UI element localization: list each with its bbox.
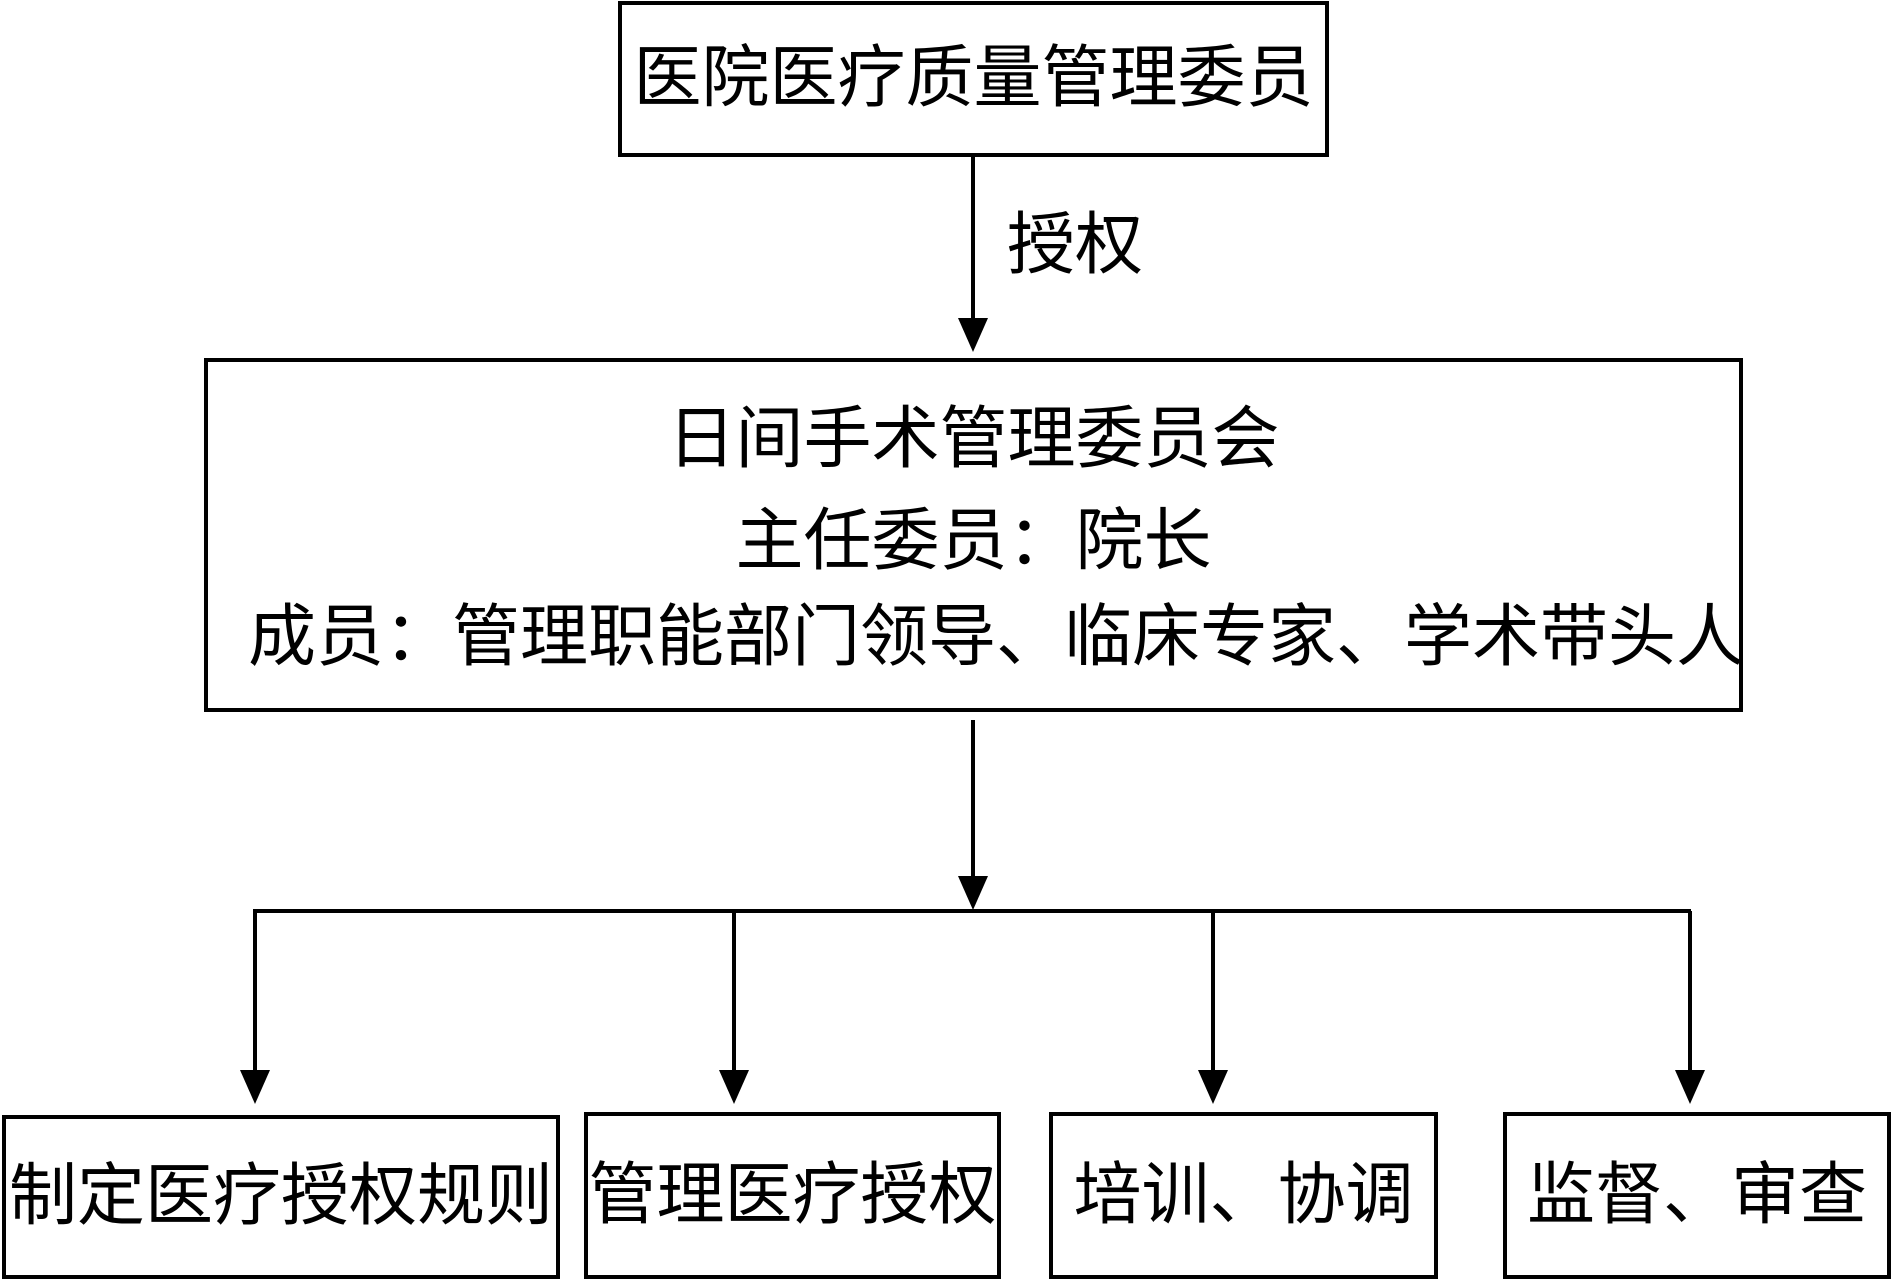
hospital-quality-committee-label: 医院医疗质量管理委员 (633, 39, 1314, 118)
duty-box-manage-authorization: 管理医疗授权 (584, 1112, 1001, 1279)
duty-box-supervision-review: 监督、审查 (1503, 1112, 1891, 1279)
arrowhead-middle-to-branch (958, 876, 988, 910)
arrowhead-box-4 (1675, 1070, 1705, 1104)
duty-label-manage-authorization: 管理医疗授权 (588, 1155, 997, 1235)
duty-label-training-coordination: 培训、协调 (1073, 1155, 1414, 1235)
authorize-edge-label: 授权 (1007, 206, 1144, 285)
day-surgery-committee-title: 日间手术管理委员会 (667, 400, 1280, 479)
duty-box-set-rules: 制定医疗授权规则 (2, 1115, 560, 1279)
duty-label-supervision-review: 监督、审查 (1526, 1155, 1867, 1235)
committee-members-line: 成员：管理职能部门领导、临床专家、学术带头人 (248, 598, 1745, 677)
arrowhead-box-2 (719, 1070, 749, 1104)
arrowhead-box-3 (1198, 1070, 1228, 1104)
duty-box-training-coordination: 培训、协调 (1049, 1112, 1438, 1279)
arrowhead-top-to-middle (958, 318, 988, 352)
committee-chair-line: 主任委员：院长 (735, 502, 1212, 581)
duty-label-set-rules: 制定医疗授权规则 (8, 1157, 553, 1236)
hospital-quality-committee-box: 医院医疗质量管理委员 (618, 1, 1329, 157)
arrowhead-box-1 (240, 1070, 270, 1104)
day-surgery-committee-box: 日间手术管理委员会 主任委员：院长 成员：管理职能部门领导、临床专家、学术带头人 (204, 358, 1745, 712)
